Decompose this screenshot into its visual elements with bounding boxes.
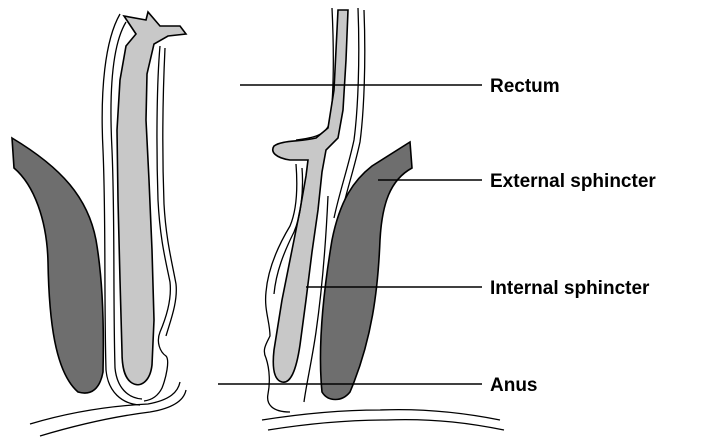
right-figure [262, 8, 504, 430]
anus-label: Anus [490, 375, 538, 396]
right-outer-wall-left [296, 8, 333, 140]
left-skin-line-lower [40, 390, 186, 436]
rectum-label: Rectum [490, 76, 560, 97]
left-skin-line [30, 382, 180, 424]
right-skin-line-lower [268, 420, 504, 430]
right-skin-line [262, 410, 500, 420]
internal-sphincter-label: Internal sphincter [490, 278, 650, 299]
left-internal-sphincter [117, 12, 186, 385]
left-external-sphincter [12, 138, 103, 393]
external-sphincter-label: External sphincter [490, 171, 656, 192]
left-outer-wall-right-inner [163, 48, 176, 336]
left-figure [12, 12, 186, 436]
